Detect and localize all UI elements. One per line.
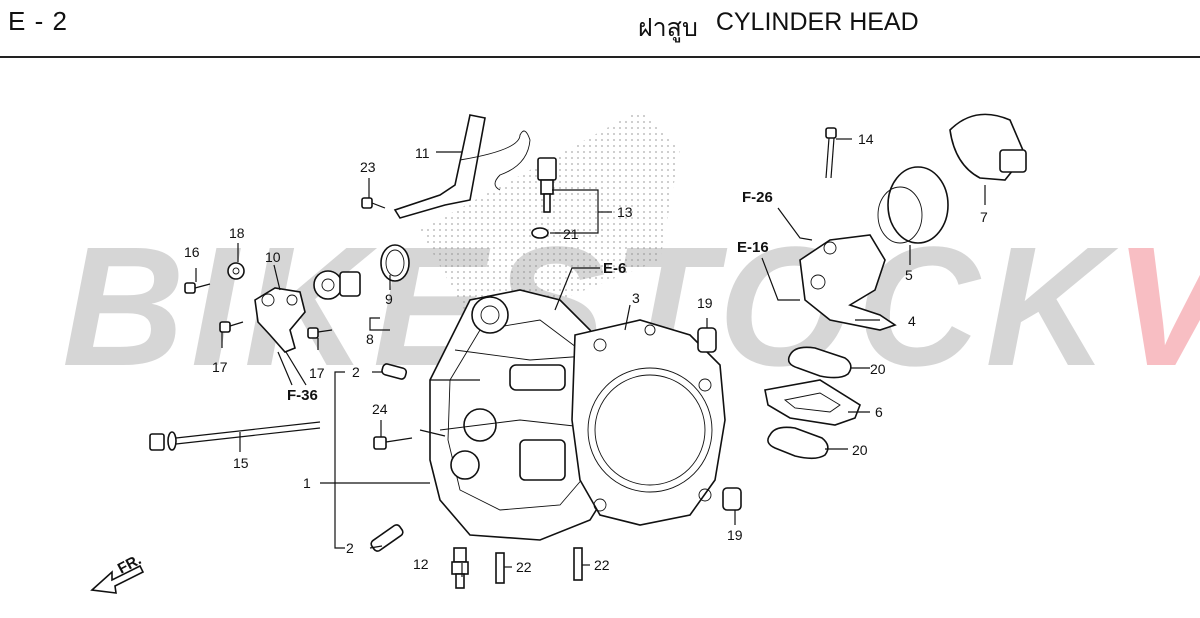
callout-19a: 19 <box>697 295 713 311</box>
header-divider <box>0 56 1200 58</box>
callout-15: 15 <box>233 455 249 471</box>
water-outlet-part[interactable] <box>254 287 306 353</box>
leader-lines <box>195 138 986 577</box>
callout-17a: 17 <box>212 359 228 375</box>
callout-19b: 19 <box>727 527 743 543</box>
head-gasket-part[interactable] <box>571 319 726 526</box>
bolt-17b[interactable] <box>307 327 333 339</box>
dowel-19a[interactable] <box>697 327 717 353</box>
dowel-19b[interactable] <box>722 487 742 511</box>
intake-pipe-4[interactable] <box>799 234 897 331</box>
callout-2b: 2 <box>346 540 354 556</box>
insulator-plate-6[interactable] <box>764 379 861 426</box>
callout-13: 13 <box>617 204 633 220</box>
callout-10: 10 <box>265 249 281 265</box>
reference-f26[interactable]: F-26 <box>742 189 773 206</box>
band-5[interactable] <box>877 166 949 244</box>
o-ring-20b[interactable] <box>767 426 829 460</box>
callout-24: 24 <box>372 401 388 417</box>
bolt-17a[interactable] <box>219 321 244 333</box>
title-english: CYLINDER HEAD <box>715 8 919 36</box>
reference-e16[interactable]: E-16 <box>737 239 769 256</box>
callout-1: 1 <box>303 475 311 491</box>
callout-11: 11 <box>415 145 430 161</box>
callout-20a: 20 <box>870 361 886 377</box>
dowel-pin-2b[interactable] <box>370 523 405 552</box>
reference-e6[interactable]: E-6 <box>603 260 626 277</box>
bolt-24[interactable] <box>373 436 413 450</box>
callout-9: 9 <box>385 291 393 307</box>
callout-17b: 17 <box>309 365 325 381</box>
clamp-7[interactable] <box>949 113 1027 181</box>
callout-12: 12 <box>413 556 429 572</box>
callout-14: 14 <box>858 131 874 147</box>
callout-23: 23 <box>360 159 376 175</box>
callout-7: 7 <box>980 209 988 225</box>
callout-22b: 22 <box>594 557 610 573</box>
spark-plug-12[interactable] <box>451 547 469 589</box>
callout-22a: 22 <box>516 559 532 575</box>
washer-18[interactable] <box>227 262 245 280</box>
stud-22b[interactable] <box>573 547 583 581</box>
title-thai: ฝาสูบ <box>638 14 698 42</box>
reference-f36[interactable]: F-36 <box>287 387 318 404</box>
callout-20b: 20 <box>852 442 868 458</box>
dowel-pin-2a[interactable] <box>381 363 408 380</box>
callout-21: 21 <box>563 226 579 242</box>
bolt-14[interactable] <box>825 127 837 179</box>
bolt-16[interactable] <box>184 282 211 294</box>
callout-2a: 2 <box>352 364 360 380</box>
bracket-part[interactable] <box>393 114 531 219</box>
shaded-region <box>420 110 680 320</box>
watermark-text-b: VN <box>1114 212 1200 402</box>
o-ring-20a[interactable] <box>787 346 852 379</box>
callout-4: 4 <box>908 313 916 329</box>
callout-5: 5 <box>905 267 913 283</box>
front-direction-arrow <box>90 564 145 594</box>
temperature-sensor-part[interactable] <box>531 157 557 239</box>
callout-8: 8 <box>366 331 374 347</box>
thermostat-fitting-part[interactable] <box>313 270 361 300</box>
page-code: E - 2 <box>8 6 68 36</box>
page-title: ฝาสูบ CYLINDER HEAD <box>638 8 919 48</box>
stud-22a[interactable] <box>495 552 505 584</box>
callout-18: 18 <box>229 225 245 241</box>
callout-3: 3 <box>632 290 640 306</box>
bolt-23[interactable] <box>361 197 386 209</box>
callout-16: 16 <box>184 244 200 260</box>
stud-bolt-15[interactable] <box>149 421 321 451</box>
callout-6: 6 <box>875 404 883 420</box>
